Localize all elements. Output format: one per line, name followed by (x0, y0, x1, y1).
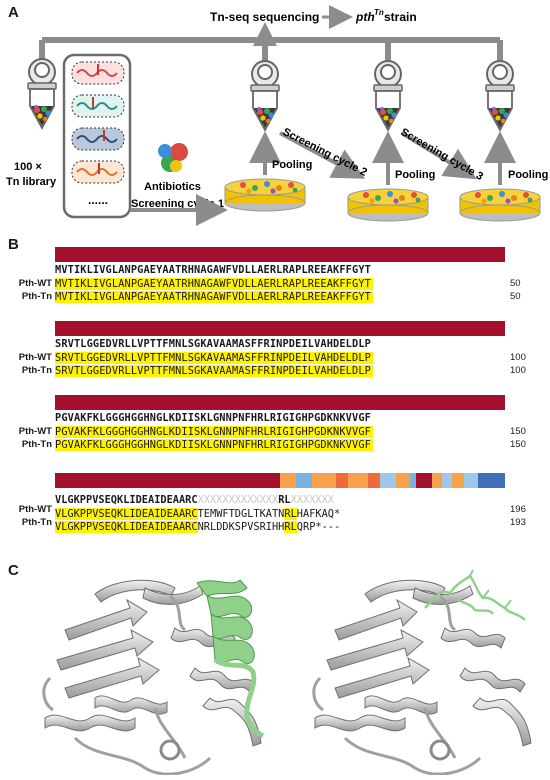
tn-divergent: NRLDDKSPVSRIHH (197, 521, 285, 533)
wt-seq-4: VLGKPPVSEQKLIDEAIDEAARCTEMWFTDGLTKATNRLH… (55, 504, 340, 520)
tn-seq-2: SRVTLGGEDVRLLVPTTFMNLSGKAVAAMASFFRINPDEI… (55, 365, 373, 377)
wt-num-2: 100 (510, 352, 526, 363)
wt-seq-1: MVTIKLIVGLANPGAEYAATRHNAGAWFVDLLAERLRAPL… (55, 278, 373, 290)
dish-cycle1 (224, 178, 306, 212)
tn-label-1: Pth-Tn (21, 291, 52, 302)
panel-a: A (0, 0, 550, 230)
screening-workflow-diagram: Tn-seq sequencing pth Tn strain ...... (6, 5, 548, 226)
tn-num-4: 193 (510, 517, 526, 528)
wt-seq-3: PGVAKFKLGGGHGGHNGLKDIISKLGNNPNFHRLRIGIGH… (55, 426, 373, 438)
wt-tail: HAFKAQ* (296, 508, 341, 520)
panel-c: C (0, 560, 550, 776)
tn-seq-1: MVTIKLIVGLANPGAEYAATRHNAGAWFVDLLAERLRAPL… (55, 291, 373, 303)
tn-superscript: Tn (374, 8, 384, 17)
wt-num-4: 196 (510, 504, 526, 515)
conservation-bar-2 (55, 321, 505, 336)
library-tube (27, 58, 57, 129)
panel-a-letter: A (8, 4, 19, 21)
tn-num-1: 50 (510, 291, 521, 302)
wt-label-1: Pth-WT (18, 278, 52, 289)
tube-cycle1 (250, 60, 280, 131)
tnseq-label: Tn-seq sequencing (210, 10, 319, 24)
consensus-x-1: XXXXXXXXXXXXX (197, 494, 279, 506)
plasmid-list (71, 61, 125, 184)
tube-cycle2 (373, 60, 403, 131)
tn-label-3: Pth-Tn (21, 439, 52, 450)
wt-seq-2: SRVTLGGEDVRLLVPTTFMNLSGKAVAAMASFFRINPDEI… (55, 352, 373, 364)
conservation-bar-1 (55, 247, 505, 262)
structure-wt (42, 578, 265, 776)
library-name-label: Tn library (6, 176, 57, 188)
tn-num-2: 100 (510, 365, 526, 376)
strain-label: strain (384, 10, 417, 24)
tn-rl: RL (284, 521, 297, 533)
panel-b-letter: B (8, 236, 19, 253)
wt-num-3: 150 (510, 426, 526, 437)
consensus-seq-2: SRVTLGGEDVRLLVPTTFMNLSGKAVAAMASFFRINPDEI… (55, 338, 371, 350)
tn-label-4: Pth-Tn (21, 517, 52, 528)
panel-b: B MVTIKLIVGLANPGAEYAATRHNAGAWFVDLLAERLRA… (0, 236, 550, 556)
tn-seq-4: VLGKPPVSEQKLIDEAIDEAARCNRLDDKSPVSRIHHRLQ… (55, 517, 340, 533)
tn-seq-3: PGVAKFKLGGGHGGHNGLKDIISKLGNNPNFHRLRIGIGH… (55, 439, 373, 451)
consensus-seq-4: VLGKPPVSEQKLIDEAIDEAARCXXXXXXXXXXXXXRLXX… (55, 490, 334, 506)
wt-num-1: 50 (510, 278, 521, 289)
consensus-rl: RL (278, 494, 291, 506)
wt-conserved: VLGKPPVSEQKLIDEAIDEAARC (55, 508, 198, 520)
library-dots: ...... (88, 193, 108, 207)
consensus-x-2: XXXXXXX (290, 494, 334, 506)
tn-tail: QRP*--- (296, 521, 341, 533)
dish-cycle2 (347, 188, 429, 222)
tube-cycle3 (485, 60, 515, 131)
dish-cycle3 (459, 188, 541, 222)
pooling-label-1: Pooling (272, 159, 312, 171)
pooling-label-2: Pooling (395, 169, 435, 181)
panel-c-letter: C (8, 562, 19, 579)
wt-label-4: Pth-WT (18, 504, 52, 515)
tn-conserved: VLGKPPVSEQKLIDEAIDEAARC (55, 521, 198, 533)
protein-structures (42, 569, 533, 776)
structure-tn (312, 569, 533, 776)
consensus-seq-3: PGVAKFKLGGGHGGHNGLKDIISKLGNNPNFHRLRIGIGH… (55, 412, 371, 424)
wt-divergent: TEMWFTDGLTKATN (197, 508, 285, 520)
library-count-label: 100 × (14, 161, 42, 173)
tn-label-2: Pth-Tn (21, 365, 52, 376)
antibiotics-label: Antibiotics (144, 181, 201, 193)
wt-label-2: Pth-WT (18, 352, 52, 363)
wt-label-3: Pth-WT (18, 426, 52, 437)
tn-num-3: 150 (510, 439, 526, 450)
conservation-bar-4 (55, 473, 505, 488)
consensus-conserved: VLGKPPVSEQKLIDEAIDEAARC (55, 494, 198, 506)
pth-label: pth (355, 10, 375, 24)
conservation-bar-3 (55, 395, 505, 410)
antibiotics-icon (158, 143, 188, 172)
consensus-seq-1: MVTIKLIVGLANPGAEYAATRHNAGAWFVDLLAERLRAPL… (55, 264, 371, 276)
pooling-label-3: Pooling (508, 169, 548, 181)
wt-rl: RL (284, 508, 297, 520)
